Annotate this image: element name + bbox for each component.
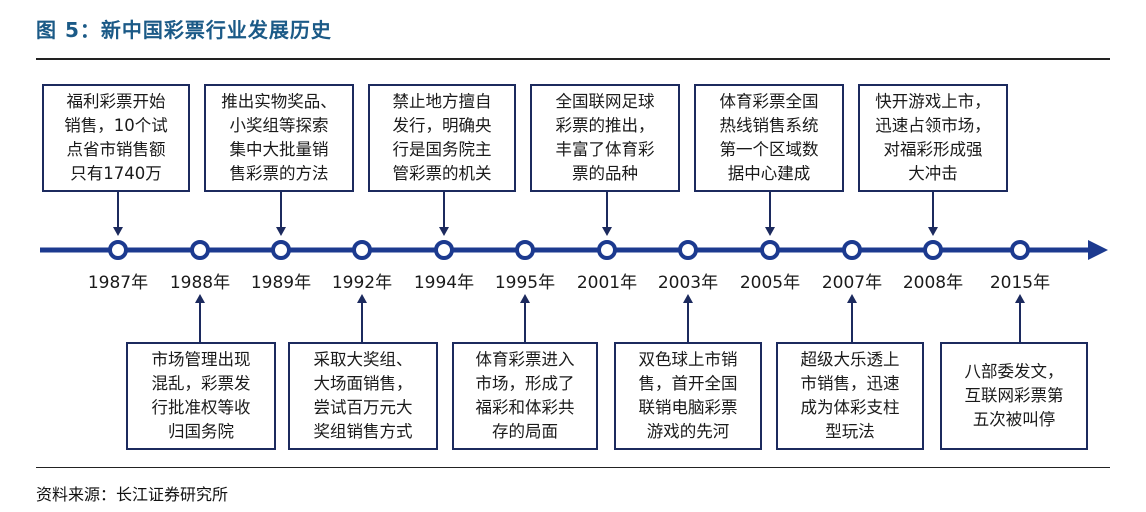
year-label: 2008年 xyxy=(902,273,964,293)
timeline-node xyxy=(190,240,210,260)
connector-arrow-down xyxy=(602,192,612,236)
event-2003: 双色球上市销 售，首开全国 联销电脑彩票 游戏的先河 xyxy=(614,342,762,450)
timeline-node xyxy=(515,240,535,260)
year-label: 1987年 xyxy=(87,273,149,293)
connector-arrow-up xyxy=(357,294,367,342)
timeline-node xyxy=(597,240,617,260)
connector-arrow-down xyxy=(439,192,449,236)
event-2001: 全国联网足球 彩票的推出， 丰富了体育彩 票的品种 xyxy=(530,84,680,192)
event-1995: 体育彩票进入 市场，形成了 福彩和体彩共 存的局面 xyxy=(452,342,598,450)
timeline-node xyxy=(271,240,291,260)
event-1987: 福利彩票开始 销售，10个试 点省市销售额 只有1740万 xyxy=(42,84,190,192)
bottom-divider xyxy=(36,467,1110,468)
year-label: 2015年 xyxy=(989,273,1051,293)
connector-arrow-down xyxy=(276,192,286,236)
event-2007: 超级大乐透上 市销售，迅速 成为体彩支柱 型玩法 xyxy=(776,342,924,450)
year-label: 2003年 xyxy=(657,273,719,293)
event-2015: 八部委发文， 互联网彩票第 五次被叫停 xyxy=(940,342,1088,450)
connector-arrow-down xyxy=(113,192,123,236)
timeline-node xyxy=(1010,240,1030,260)
connector-arrow-up xyxy=(847,294,857,342)
year-label: 1989年 xyxy=(250,273,312,293)
connector-arrow-down xyxy=(765,192,775,236)
connector-arrow-up xyxy=(195,294,205,342)
timeline-node xyxy=(842,240,862,260)
year-label: 2001年 xyxy=(576,273,638,293)
event-2008: 快开游戏上市， 迅速占领市场， 对福彩形成强 大冲击 xyxy=(858,84,1008,192)
figure-title: 图 5：新中国彩票行业发展历史 xyxy=(36,18,332,42)
event-2005: 体育彩票全国 热线销售系统 第一个区域数 据中心建成 xyxy=(694,84,844,192)
event-1992: 采取大奖组、 大场面销售， 尝试百万元大 奖组销售方式 xyxy=(288,342,438,450)
year-label: 1992年 xyxy=(331,273,393,293)
timeline-arrowhead xyxy=(1088,240,1108,260)
timeline-node xyxy=(434,240,454,260)
event-1988: 市场管理出现 混乱，彩票发 行批准权等收 归国务院 xyxy=(126,342,276,450)
timeline-node xyxy=(760,240,780,260)
event-1989: 推出实物奖品、 小奖组等探索 集中大批量销 售彩票的方法 xyxy=(204,84,354,192)
connector-arrow-up xyxy=(683,294,693,342)
timeline-node xyxy=(108,240,128,260)
connector-arrow-up xyxy=(520,294,530,342)
timeline-node xyxy=(923,240,943,260)
year-label: 2005年 xyxy=(739,273,801,293)
year-label: 1994年 xyxy=(413,273,475,293)
year-label: 1988年 xyxy=(169,273,231,293)
timeline-node xyxy=(352,240,372,260)
event-1994: 禁止地方擅自 发行，明确央 行是国务院主 管彩票的机关 xyxy=(368,84,516,192)
year-label: 2007年 xyxy=(821,273,883,293)
connector-arrow-up xyxy=(1015,294,1025,342)
top-divider xyxy=(36,58,1110,60)
source-note: 资料来源：长江证券研究所 xyxy=(36,485,229,504)
connector-arrow-down xyxy=(928,192,938,236)
year-label: 1995年 xyxy=(494,273,556,293)
timeline-axis xyxy=(40,192,1108,342)
timeline-node xyxy=(678,240,698,260)
